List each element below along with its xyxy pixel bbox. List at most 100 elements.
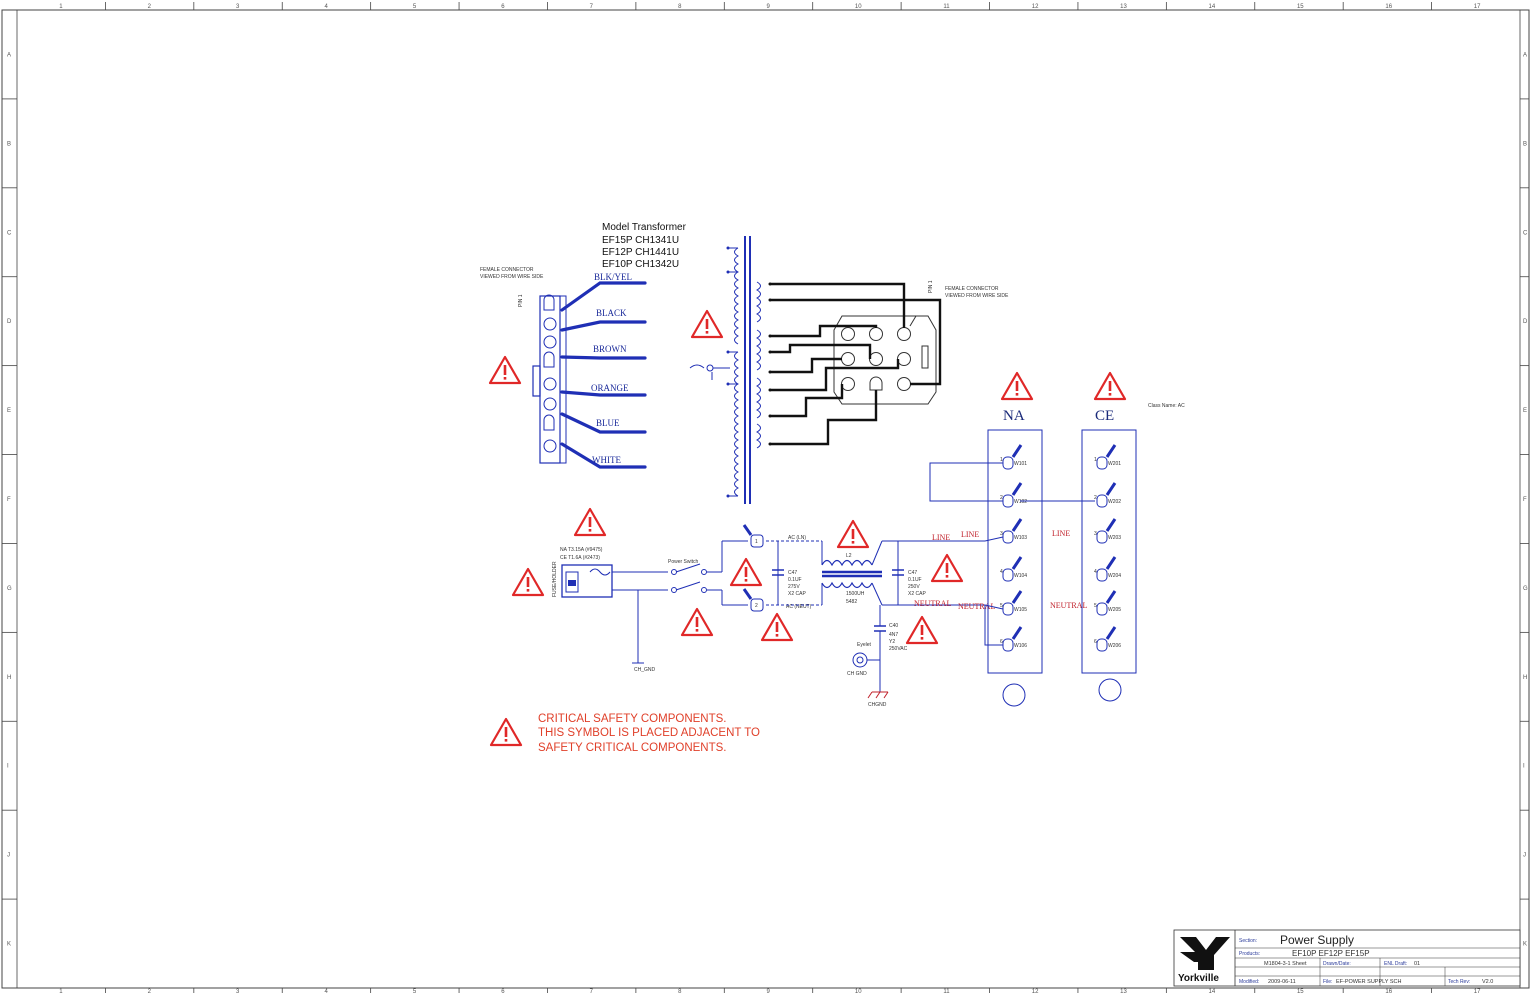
- na-terminal-ref: W105: [1014, 607, 1027, 613]
- column-label-top: 14: [1209, 4, 1216, 10]
- choke-ref: L2: [846, 553, 852, 559]
- cap2-value: 0.1UF: [908, 577, 922, 583]
- column-label-bottom: 16: [1385, 989, 1392, 993]
- secondary-wire: [770, 298, 942, 386]
- ce-terminal-ref: W205: [1108, 607, 1121, 613]
- column-label-bottom: 6: [501, 989, 505, 993]
- file-value: EF-POWER SUPPLY SCH: [1336, 979, 1402, 985]
- modified-label: Modified:: [1239, 979, 1259, 985]
- ce-column-title: CE: [1095, 408, 1114, 424]
- row-label-left: I: [7, 764, 9, 770]
- column-label-bottom: 1: [59, 989, 63, 993]
- ce-terminal-ref: W206: [1108, 643, 1121, 649]
- right-connector-note-2: VIEWED FROM WIRE SIDE: [945, 293, 1009, 299]
- chassis-eyelet-label: Eyelet: [857, 642, 872, 648]
- transformer-model-table: Model Transformer EF15P CH1341U EF12P CH…: [602, 222, 687, 270]
- row-label-left: C: [7, 230, 12, 236]
- left-connector-note-1: FEMALE CONNECTOR: [480, 267, 534, 273]
- power-switch-label: Power Switch: [668, 559, 699, 565]
- column-label-bottom: 10: [855, 989, 862, 993]
- secondary-tap-dot: [768, 442, 772, 446]
- column-label-bottom: 13: [1120, 989, 1127, 993]
- cap2-type: X2 CAP: [908, 591, 926, 597]
- na-terminal-lug: [1011, 482, 1023, 496]
- connector-pin: [543, 377, 557, 391]
- secondary-winding-4: [755, 423, 761, 449]
- connector-pin: [869, 352, 883, 366]
- row-label-right: J: [1523, 853, 1526, 859]
- na-terminal: [1002, 602, 1014, 616]
- row-label-right: K: [1523, 942, 1527, 948]
- cap3-ref: C40: [889, 623, 898, 629]
- na-terminal-number: 5: [1000, 603, 1003, 609]
- na-terminal-ref: W103: [1014, 535, 1027, 541]
- connector-pin: [543, 317, 557, 331]
- row-label-right: E: [1523, 408, 1527, 414]
- secondary-wire: [770, 343, 872, 359]
- ce-terminal: [1096, 494, 1108, 508]
- transformer-table-header: Model Transformer: [602, 222, 687, 233]
- column-label-top: 1: [59, 4, 63, 10]
- ce-terminal: [1096, 456, 1108, 470]
- column-label-bottom: 14: [1209, 989, 1216, 993]
- line-label-a: LINE: [932, 533, 950, 542]
- secondary-winding-3: [755, 377, 761, 419]
- secondary-wire: [770, 324, 878, 338]
- column-label-top: 4: [324, 4, 328, 10]
- safety-warning-icon: [511, 567, 545, 597]
- na-terminal-ref: W102: [1014, 499, 1027, 505]
- row-label-right: D: [1523, 319, 1528, 325]
- cap1-type: X2 CAP: [788, 591, 806, 597]
- safety-warning-icon: [905, 615, 939, 645]
- secondary-winding-2: [755, 329, 761, 371]
- transformer: [689, 236, 761, 504]
- na-terminal: [1002, 494, 1014, 508]
- secondary-tap-dot: [768, 414, 772, 418]
- neutral-label-a: NEUTRAL: [914, 599, 951, 608]
- chassis-gnd-label: CH GND: [847, 671, 867, 677]
- safety-warning-icon: [680, 607, 714, 637]
- na-line-label: LINE: [961, 530, 979, 539]
- ce-terminal-lug: [1105, 482, 1117, 496]
- cap3-value: 4N7: [889, 632, 898, 638]
- connector-pin: [869, 376, 883, 391]
- safety-warning-icon: [760, 612, 794, 642]
- connector-pin: [841, 327, 855, 341]
- primary-winding-lower: [734, 351, 740, 497]
- na-terminal-lug: [1011, 556, 1023, 570]
- safety-note-line-2: THIS SYMBOL IS PLACED ADJACENT TO: [538, 727, 760, 739]
- ce-terminal-number: 3: [1094, 531, 1097, 537]
- primary-tap-dot: [726, 350, 730, 354]
- na-terminal-lug: [1011, 444, 1023, 458]
- primary-tap-dot: [726, 270, 730, 274]
- safety-note: CRITICAL SAFETY COMPONENTS. THIS SYMBOL …: [489, 713, 760, 754]
- wire-label: ORANGE: [591, 383, 629, 393]
- primary-tap-dot: [726, 494, 730, 498]
- ce-terminal-lug: [1105, 518, 1117, 532]
- left-female-connector: FEMALE CONNECTOR VIEWED FROM WIRE SIDE P…: [480, 267, 647, 469]
- secondary-winding-1: [755, 281, 761, 323]
- right-connector-note-1: FEMALE CONNECTOR: [945, 286, 999, 292]
- column-label-bottom: 15: [1297, 989, 1304, 993]
- row-label-left: H: [7, 675, 11, 681]
- na-terminal-ref: W104: [1014, 573, 1027, 579]
- ce-terminal-ref: W204: [1108, 573, 1121, 579]
- column-label-bottom: 12: [1032, 989, 1039, 993]
- column-label-top: 6: [501, 4, 505, 10]
- wire-label: BLACK: [596, 308, 627, 318]
- secondary-wire: [770, 384, 844, 418]
- column-label-bottom: 4: [324, 989, 328, 993]
- wire-orange: [560, 390, 647, 397]
- row-label-left: B: [7, 141, 11, 147]
- row-label-left: J: [7, 853, 10, 859]
- connector-pin: [543, 351, 555, 368]
- column-label-top: 8: [678, 4, 682, 10]
- wire-label: BROWN: [593, 344, 627, 354]
- connector-pin: [841, 352, 855, 366]
- connector-pin: [897, 377, 911, 391]
- row-label-right: B: [1523, 141, 1527, 147]
- eng-draft-value: 01: [1414, 961, 1420, 967]
- sheet-ref: M1804-3-1 Sheet: [1264, 961, 1307, 967]
- left-connector-note-2: VIEWED FROM WIRE SIDE: [480, 274, 544, 280]
